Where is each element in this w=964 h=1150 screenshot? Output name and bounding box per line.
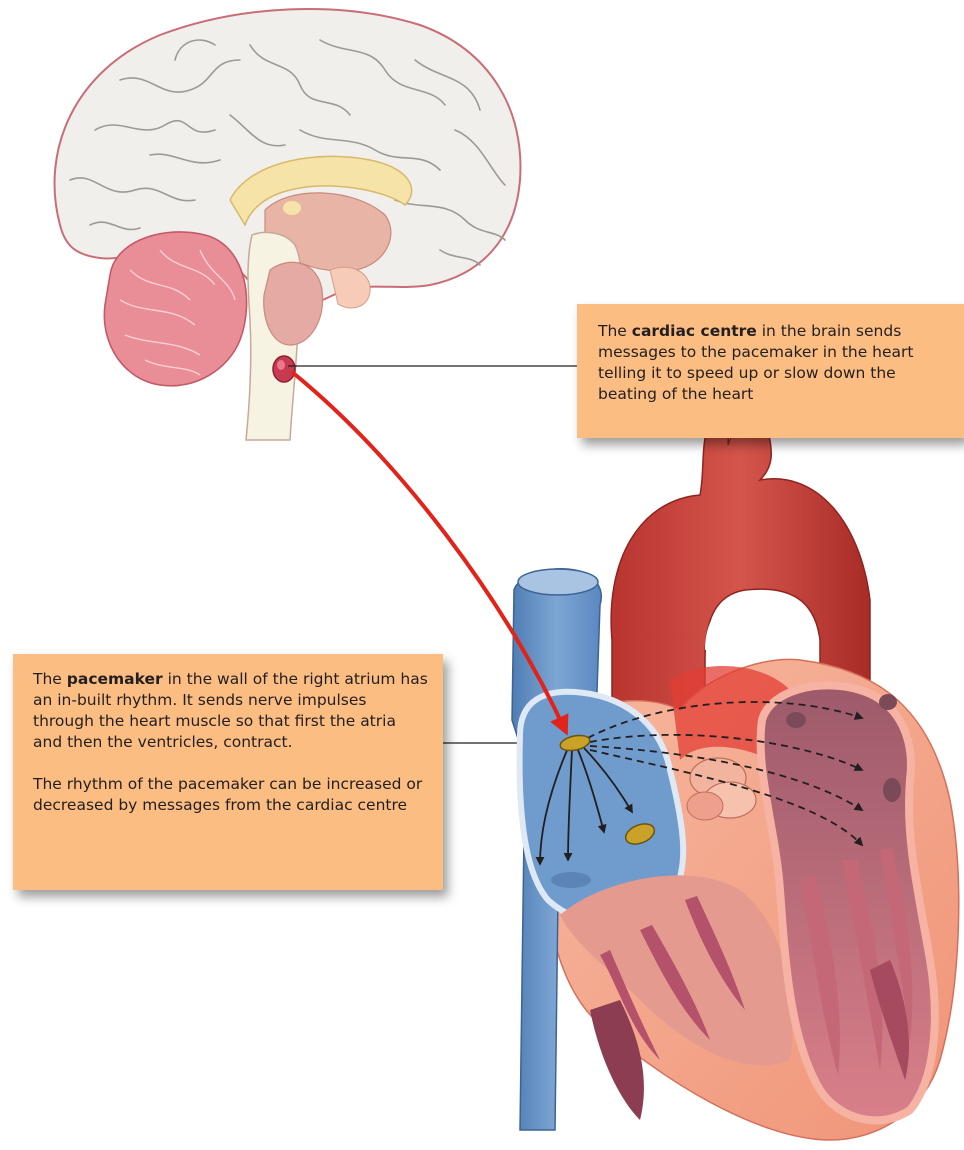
tricuspid-opening — [551, 872, 591, 888]
cardiac-centre-marker — [273, 356, 295, 382]
vena-cava-opening — [518, 569, 598, 595]
cardiac-centre-callout: The cardiac centre in the brain sends me… — [577, 304, 964, 438]
pulmonary-vein-opening-2 — [879, 694, 897, 710]
cerebellum — [104, 232, 246, 386]
pineal-region — [283, 201, 301, 215]
brain — [55, 9, 521, 440]
pulmonary-vein-opening-1 — [786, 712, 806, 728]
cardiac-centre-highlight — [277, 360, 285, 370]
pulmonary-vein-opening-3 — [883, 778, 901, 802]
pacemaker-callout: The pacemaker in the wall of the right a… — [13, 654, 443, 890]
pacemaker-text-bold: pacemaker — [67, 670, 163, 688]
pacemaker-callout-paragraph-2: The rhythm of the pacemaker can be incre… — [33, 774, 429, 816]
pacemaker-text-before: The — [33, 670, 67, 688]
heart — [512, 419, 959, 1140]
pons — [264, 262, 323, 345]
cardiac-callout-text: The cardiac centre in the brain sends me… — [598, 321, 950, 405]
cardiac-text-bold: cardiac centre — [632, 322, 757, 340]
cardiac-text-before: The — [598, 322, 632, 340]
aortic-arch-opening — [705, 596, 808, 650]
pacemaker-callout-paragraph-1: The pacemaker in the wall of the right a… — [33, 669, 429, 753]
